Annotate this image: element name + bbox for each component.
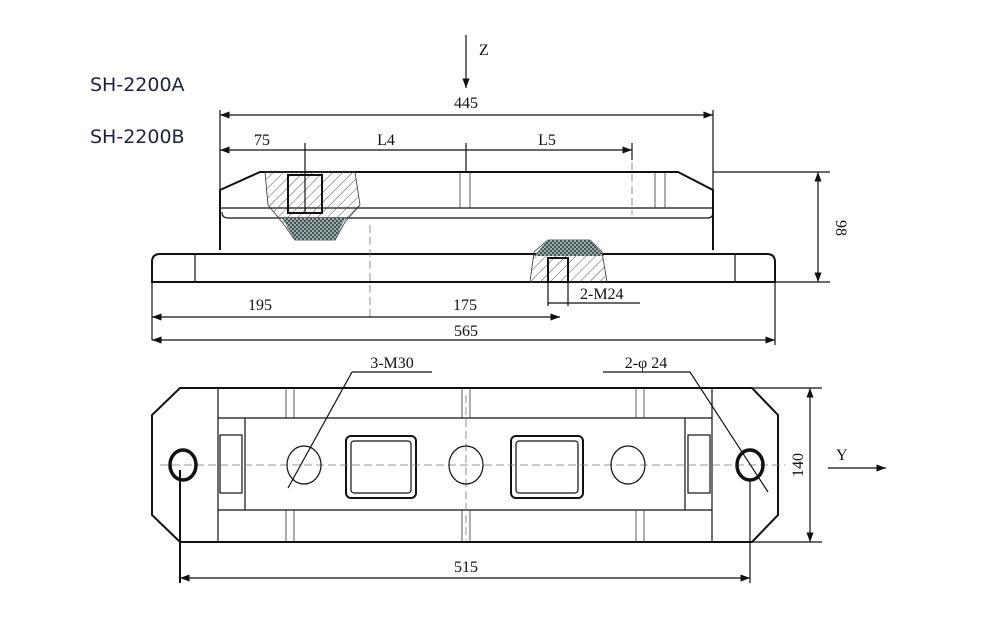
m30-hole (610, 445, 646, 485)
svg-text:75: 75 (254, 132, 270, 149)
svg-text:2-φ 24: 2-φ 24 (625, 355, 668, 372)
svg-text:L4: L4 (377, 132, 395, 149)
svg-text:98: 98 (832, 220, 849, 236)
svg-text:195: 195 (248, 297, 272, 314)
dimension-98: 98 (713, 171, 849, 283)
callout-2-m24: 2-M24 (547, 282, 640, 306)
svg-text:565: 565 (454, 323, 478, 340)
m30-hole (286, 445, 322, 485)
svg-text:2-M24: 2-M24 (580, 286, 624, 303)
model-label-b: SH-2200B (90, 126, 185, 148)
callout-3-m30: 3-M30 (287, 355, 432, 489)
top-view (151, 387, 785, 543)
dimension-515: 515 (179, 470, 751, 583)
dimension-195-175: 195 175 (152, 297, 560, 321)
dimension-565: 565 (152, 323, 775, 344)
m30-hole (448, 445, 484, 485)
svg-text:445: 445 (454, 95, 478, 112)
square-window-left (345, 435, 417, 499)
model-label-a: SH-2200A (90, 74, 185, 96)
z-axis-label: Z (479, 42, 489, 59)
svg-text:140: 140 (790, 453, 807, 477)
front-view (151, 150, 776, 345)
dimension-75-l4-l5: 75 L4 L5 (220, 132, 633, 212)
y-axis-arrow: Y (828, 447, 886, 472)
mounting-hole-left (168, 448, 198, 482)
svg-text:175: 175 (453, 297, 477, 314)
z-axis-arrow: Z (462, 35, 489, 88)
y-axis-label: Y (836, 447, 848, 464)
callout-2-phi24: 2-φ 24 (603, 355, 769, 493)
dimension-140: 140 (752, 387, 822, 543)
svg-text:L5: L5 (538, 132, 556, 149)
svg-text:515: 515 (454, 559, 478, 576)
svg-text:3-M30: 3-M30 (370, 355, 414, 372)
square-window-right (510, 435, 584, 499)
